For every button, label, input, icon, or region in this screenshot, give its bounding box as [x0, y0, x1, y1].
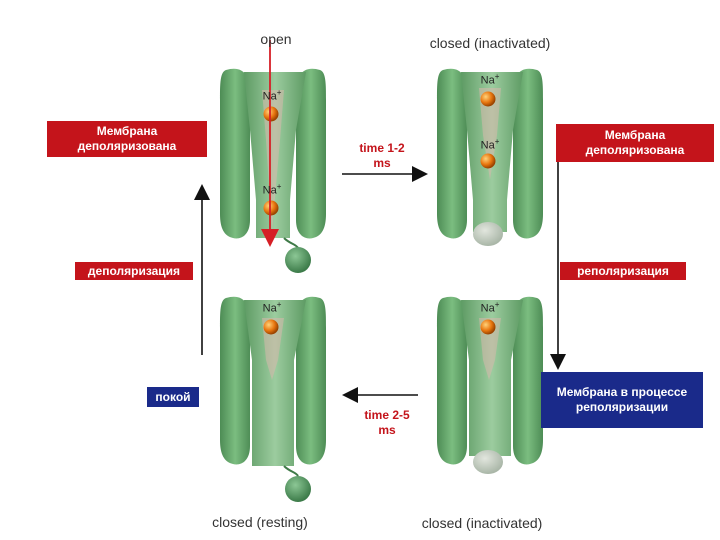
channel-resting-pore — [244, 300, 306, 466]
box-membrane-depolarized-left: Мембрана деполяризована — [47, 121, 207, 157]
channel-inactivated-bottom-pore — [461, 300, 523, 456]
channel-inactivated-top-right-wall — [512, 68, 543, 239]
na-label-inactivated-bottom: Na+ — [480, 300, 500, 315]
box-repolarization: реполяризация — [560, 262, 686, 280]
channel-resting-left-wall — [220, 296, 251, 465]
channel-open — [220, 40, 326, 273]
inactivation-ball-top — [473, 222, 503, 246]
inactivation-ball-bottom — [473, 450, 503, 474]
time-label-top: time 1-2 ms — [359, 141, 405, 170]
inactivation-ball-resting — [285, 476, 311, 502]
channel-inactivated-top — [437, 68, 543, 246]
na-label-inactivated-top-1: Na+ — [480, 72, 500, 87]
na-label-open-2: Na+ — [262, 182, 282, 197]
state-label-inactivated-bottom: closed (inactivated) — [421, 515, 543, 531]
time-label-bottom: time 2-5 ms — [364, 408, 410, 437]
na-ion-open-2 — [263, 200, 279, 216]
channel-inactivated-bottom-left-wall — [437, 296, 468, 465]
channel-open-right-wall — [295, 68, 326, 239]
channel-inactivated-top-left-wall — [437, 68, 468, 239]
channel-inactivated-top-pore-pink — [479, 88, 501, 180]
box-membrane-repolarizing: Мембрана в процессе реполяризации — [541, 372, 703, 428]
na-ion-resting — [263, 319, 279, 335]
channel-resting-tether — [283, 465, 299, 477]
na-ion-inactivated-top-1 — [480, 91, 496, 107]
state-label-resting: closed (resting) — [212, 514, 308, 530]
state-label-inactivated-top: closed (inactivated) — [429, 35, 551, 51]
inactivation-ball-open — [285, 247, 311, 273]
na-label-inactivated-top-2: Na+ — [480, 137, 500, 152]
channel-open-left-wall — [220, 68, 251, 239]
box-rest: покой — [147, 387, 199, 407]
na-ion-open-1 — [263, 106, 279, 122]
na-ion-inactivated-bottom — [480, 319, 496, 335]
channel-open-pore-pink — [262, 90, 284, 232]
na-label-open-1: Na+ — [262, 88, 282, 103]
channel-resting — [220, 296, 326, 502]
channel-inactivated-bottom-right-wall — [512, 296, 543, 465]
channel-resting-right-wall — [295, 296, 326, 465]
channel-open-tether — [283, 237, 299, 249]
channel-inactivated-bottom — [437, 296, 543, 474]
na-label-resting: Na+ — [262, 300, 282, 315]
state-label-open: open — [260, 31, 292, 47]
box-depolarization: деполяризация — [75, 262, 193, 280]
box-membrane-depolarized-right: Мембрана деполяризована — [556, 124, 714, 162]
na-ion-inactivated-top-2 — [480, 153, 496, 169]
